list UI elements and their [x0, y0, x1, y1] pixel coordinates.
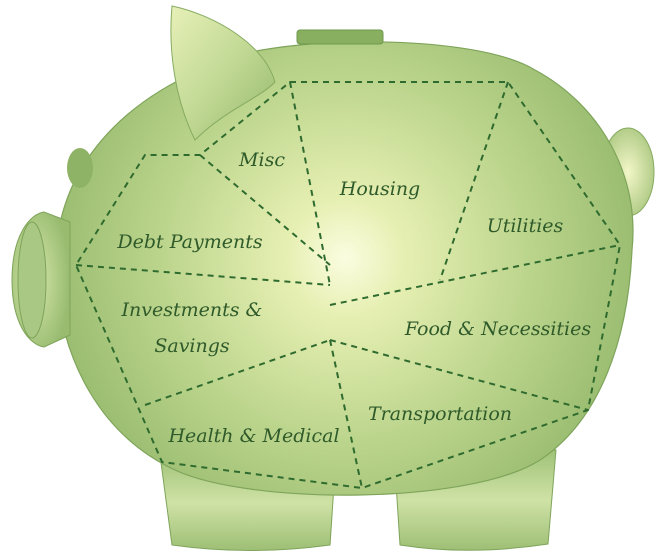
label-food: Food & Necessities	[404, 318, 591, 340]
divider-housing-utilities	[439, 81, 509, 281]
eye	[67, 148, 93, 188]
label-health: Health & Medical	[167, 425, 339, 447]
label-housing: Housing	[339, 178, 420, 200]
label-debt-payments: Debt Payments	[116, 231, 262, 253]
divider-misc-housing	[289, 81, 331, 286]
ear	[170, 5, 276, 141]
divider-debt-investments	[75, 264, 331, 286]
divider-center-right	[329, 244, 621, 306]
label-investments-line2: Savings	[154, 335, 230, 357]
pig-body	[55, 41, 634, 496]
label-misc: Misc	[238, 149, 285, 171]
budget-dividers	[74, 81, 622, 490]
divider-food-transport	[329, 339, 589, 411]
divider-health-transport	[329, 339, 363, 489]
snout-face	[17, 221, 47, 339]
coin-slot	[296, 29, 384, 45]
label-transportation: Transportation	[368, 403, 512, 425]
label-investments-line1: Investments &	[121, 299, 263, 321]
label-utilities: Utilities	[487, 215, 564, 237]
